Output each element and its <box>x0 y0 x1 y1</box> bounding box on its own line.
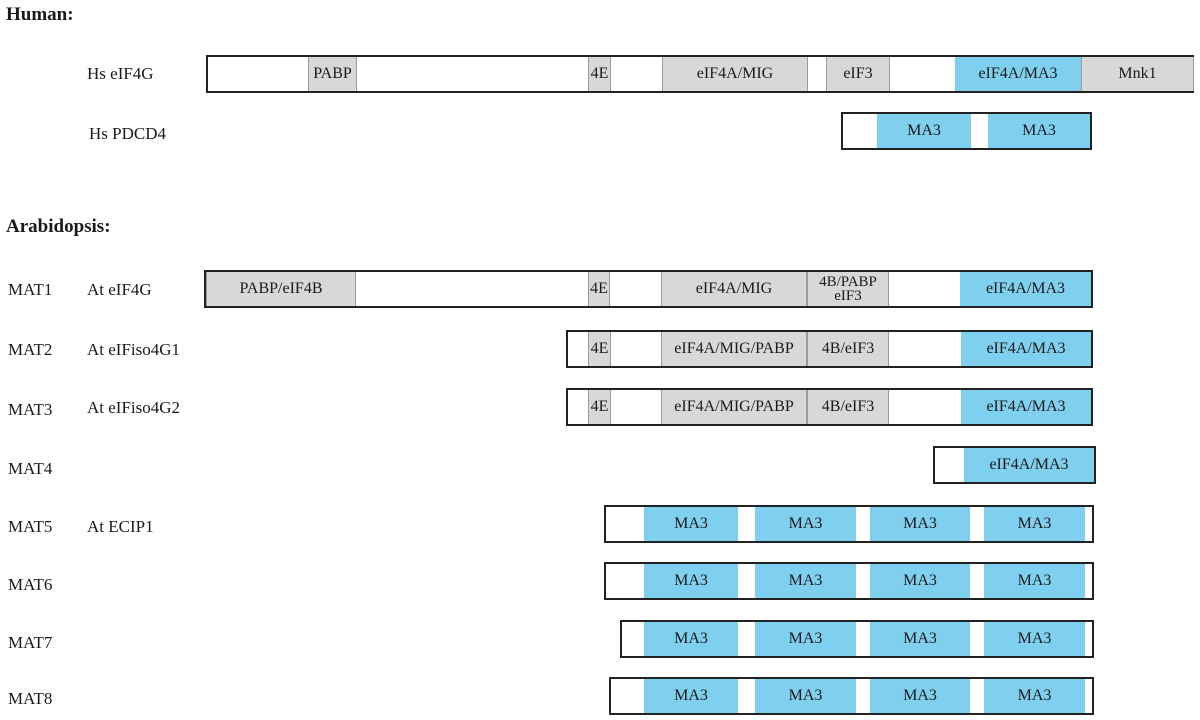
domain-eif4a-mig: eIF4A/MIG <box>661 272 807 306</box>
domain-eif4a-ma3: eIF4A/MA3 <box>964 448 1094 482</box>
domain-ma3: MA3 <box>644 622 738 656</box>
domain-ma3: MA3 <box>984 622 1085 656</box>
domain-mnk1: Mnk1 <box>1081 57 1194 91</box>
domain-4b-pabp-line: 4B/PABP <box>819 273 877 290</box>
mat7-label: MAT7 <box>8 633 53 652</box>
mat8-label: MAT8 <box>8 689 53 708</box>
domain-ma3: MA3 <box>870 622 970 656</box>
domain-eif4a-mig-pabp: eIF4A/MIG/PABP <box>661 332 807 366</box>
domain-ma3: MA3 <box>870 564 970 598</box>
domain-ma3: MA3 <box>644 679 738 713</box>
domain-4b-eif3: 4B/eIF3 <box>807 390 889 424</box>
row-name-at-eifiso4g2: At eIFiso4G2 <box>87 398 181 417</box>
domain-ma3: MA3 <box>755 564 856 598</box>
domain-4e: 4E <box>588 272 610 306</box>
mat3-bar: 4E eIF4A/MIG/PABP 4B/eIF3 eIF4A/MA3 <box>566 388 1093 426</box>
mat1-label: MAT1 <box>8 280 53 299</box>
row-name-at-ecip1: At ECIP1 <box>87 517 154 536</box>
domain-eif4a-mig-pabp: eIF4A/MIG/PABP <box>661 390 807 424</box>
domain-4b-eif3: 4B/eIF3 <box>807 332 889 366</box>
domain-ma3: MA3 <box>870 679 970 713</box>
domain-ma3: MA3 <box>870 507 970 541</box>
row-name-hs-pdcd4: Hs PDCD4 <box>89 124 166 143</box>
domain-ma3: MA3 <box>984 507 1085 541</box>
mat6-bar: MA3 MA3 MA3 MA3 <box>604 562 1094 600</box>
mat3-label: MAT3 <box>8 400 53 419</box>
domain-4e: 4E <box>588 390 611 424</box>
domain-eif4a-ma3: eIF4A/MA3 <box>960 272 1091 306</box>
domain-pabp-eif4b: PABP/eIF4B <box>206 272 356 306</box>
domain-ma3: MA3 <box>755 679 856 713</box>
mat4-label: MAT4 <box>8 459 53 478</box>
domain-eif4a-ma3: eIF4A/MA3 <box>955 57 1081 91</box>
mat2-label: MAT2 <box>8 340 53 359</box>
domain-eif4a-ma3: eIF4A/MA3 <box>961 332 1091 366</box>
domain-ma3: MA3 <box>644 507 738 541</box>
hs-eif4g-bar: PABP 4E eIF4A/MIG eIF3 eIF4A/MA3 Mnk1 <box>206 55 1194 93</box>
row-name-hs-eif4g: Hs eIF4G <box>87 64 154 83</box>
domain-ma3: MA3 <box>877 114 971 148</box>
domain-ma3: MA3 <box>984 679 1085 713</box>
domain-ma3: MA3 <box>984 564 1085 598</box>
mat8-bar: MA3 MA3 MA3 MA3 <box>609 677 1094 715</box>
domain-ma3: MA3 <box>988 114 1090 148</box>
arabidopsis-heading: Arabidopsis: <box>6 216 111 237</box>
domain-ma3: MA3 <box>755 622 856 656</box>
mat1-bar: PABP/eIF4B 4E eIF4A/MIG 4B/PABP eIF3 eIF… <box>204 270 1093 308</box>
domain-4b-pabp-eif3: 4B/PABP eIF3 <box>807 272 889 306</box>
mat2-bar: 4E eIF4A/MIG/PABP 4B/eIF3 eIF4A/MA3 <box>566 330 1093 368</box>
row-name-at-eif4g: At eIF4G <box>87 280 152 299</box>
domain-ma3: MA3 <box>644 564 738 598</box>
mat6-label: MAT6 <box>8 575 53 594</box>
domain-4e: 4E <box>588 57 611 91</box>
domain-pabp: PABP <box>308 57 357 91</box>
mat7-bar: MA3 MA3 MA3 MA3 <box>620 620 1094 658</box>
domain-eif4a-mig: eIF4A/MIG <box>662 57 808 91</box>
mat4-bar: eIF4A/MA3 <box>933 446 1096 484</box>
domain-4e: 4E <box>588 332 611 366</box>
mat5-label: MAT5 <box>8 517 53 536</box>
domain-eif4a-ma3: eIF4A/MA3 <box>961 390 1091 424</box>
domain-eif3: eIF3 <box>826 57 890 91</box>
hs-pdcd4-bar: MA3 MA3 <box>841 112 1092 150</box>
domain-eif3-line: eIF3 <box>834 288 862 304</box>
row-name-at-eifiso4g1: At eIFiso4G1 <box>87 340 181 359</box>
mat5-bar: MA3 MA3 MA3 MA3 <box>604 505 1094 543</box>
human-heading: Human: <box>6 4 74 25</box>
domain-ma3: MA3 <box>755 507 856 541</box>
